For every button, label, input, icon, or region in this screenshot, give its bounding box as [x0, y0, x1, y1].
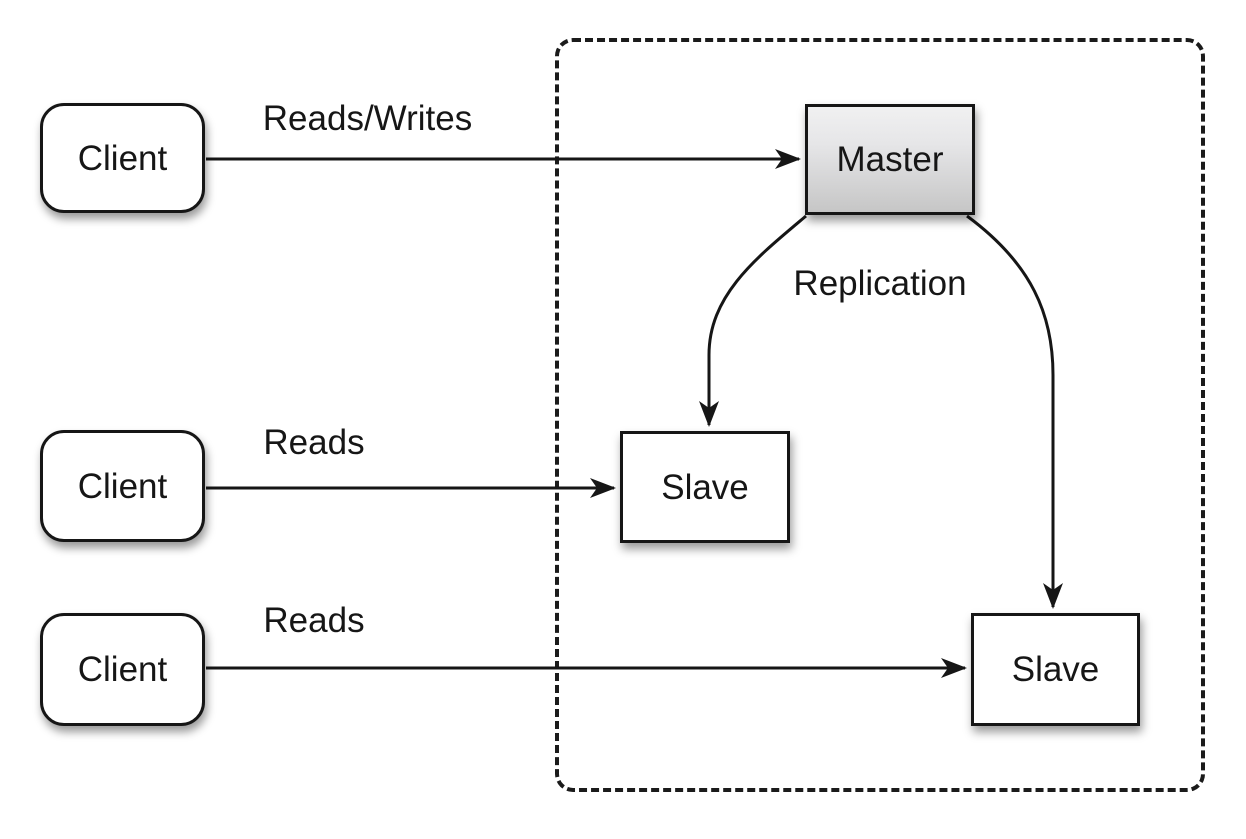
edge-label-reads-middle: Reads — [263, 423, 365, 462]
slave-node-2: Slave — [971, 613, 1140, 726]
client-node-2: Client — [40, 430, 205, 542]
client-node-3: Client — [40, 613, 205, 726]
edge-label-replication: Replication — [793, 264, 967, 303]
edge-label-reads-writes: Reads/Writes — [262, 99, 473, 138]
slave-node-1: Slave — [620, 431, 790, 543]
client-node-3-label: Client — [77, 650, 168, 689]
slave-node-2-label: Slave — [1011, 650, 1100, 689]
edge-label-reads-bottom: Reads — [263, 601, 365, 640]
slave-node-1-label: Slave — [661, 467, 749, 507]
client-node-2-label: Client — [77, 466, 168, 506]
client-node-1: Client — [40, 103, 205, 213]
cluster-boundary — [555, 38, 1205, 792]
master-node-label: Master — [836, 140, 944, 179]
master-node: Master — [805, 104, 975, 215]
client-node-1-label: Client — [77, 138, 168, 178]
